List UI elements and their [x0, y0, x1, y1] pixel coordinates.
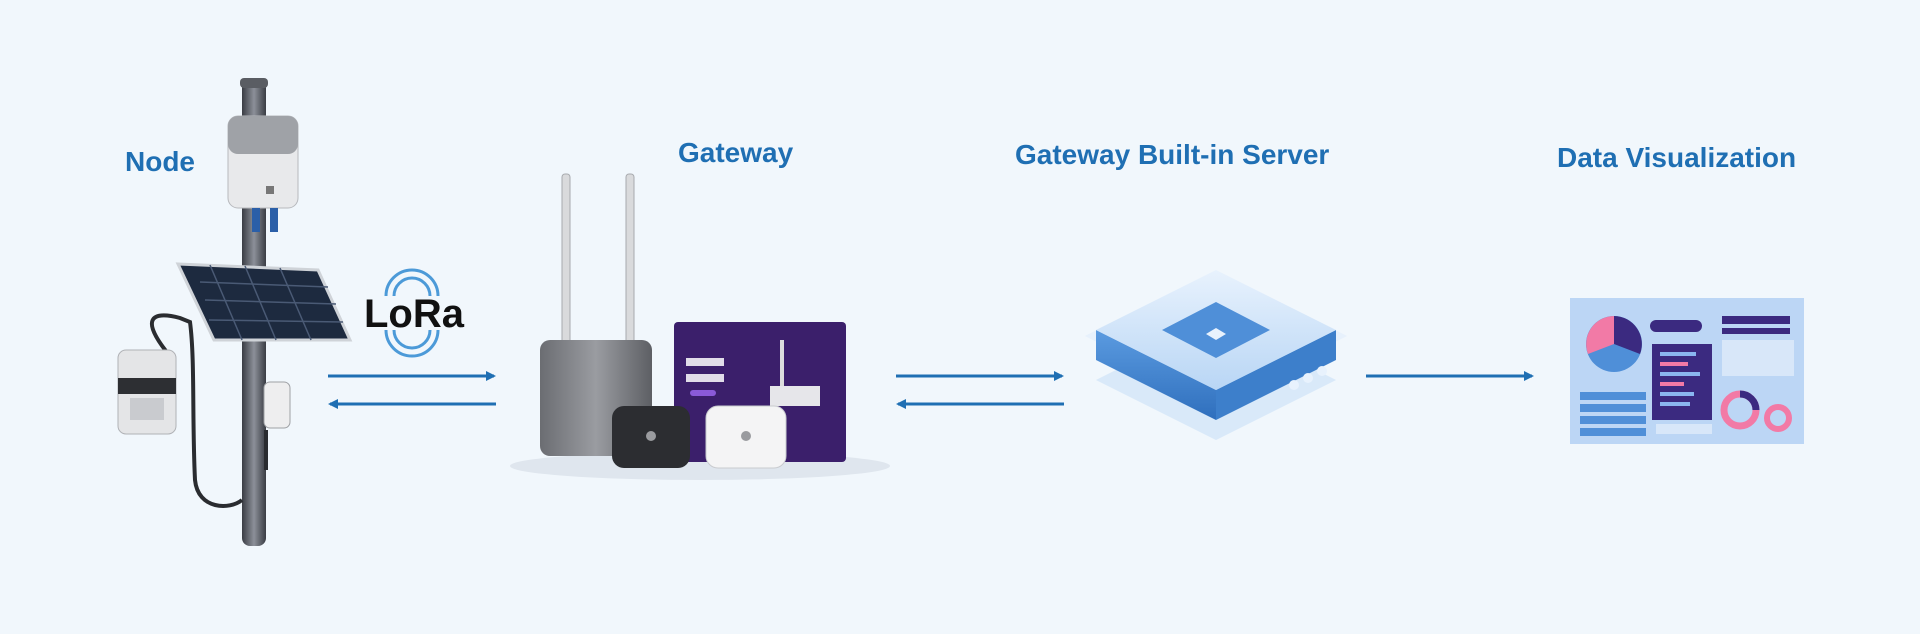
server-stack-icon	[1084, 270, 1348, 440]
stage-label-visualization: Data Visualization	[1557, 142, 1797, 173]
solar-panel-icon	[175, 262, 353, 342]
arrow-gateway-to-server	[896, 371, 1064, 409]
stage-label-node: Node	[125, 146, 195, 177]
arrow-node-to-gateway	[328, 371, 496, 409]
gateway-devices-illustration	[510, 173, 890, 480]
sensor-node-illustration	[117, 78, 353, 546]
lora-label: LoRa	[364, 292, 464, 336]
stage-label-gateway: Gateway	[678, 137, 794, 168]
lora-wave-icon	[384, 268, 440, 358]
stage-label-server: Gateway Built-in Server	[1015, 139, 1330, 170]
dashboard-icon	[1570, 298, 1804, 444]
